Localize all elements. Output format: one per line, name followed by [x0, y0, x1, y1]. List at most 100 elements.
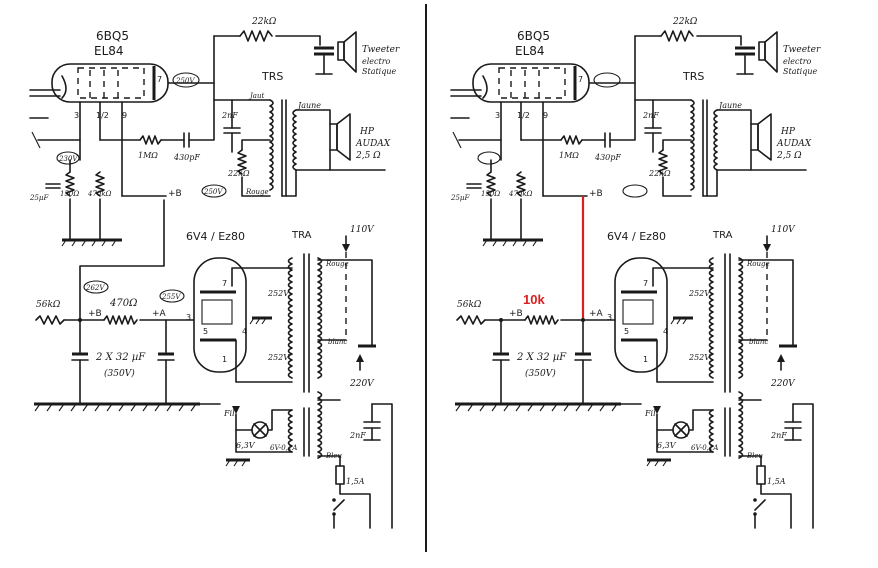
mains-110v-label: 110V	[350, 225, 375, 235]
fil-label-right: Fil	[644, 409, 656, 418]
tap-label-left: Jaut	[248, 92, 264, 100]
res-470k-label: 470kΩ	[87, 190, 112, 198]
hp-speaker	[329, 113, 351, 161]
lamp-current-label-right: 6V-0,1A	[691, 444, 718, 452]
rouge-label-right: Rouge	[746, 260, 770, 268]
el84-tube	[51, 63, 169, 103]
plus-b-label-right: +B	[589, 189, 603, 199]
rect-pin-1: 1	[222, 355, 227, 364]
tweeter-label-1-right: Tweeter	[783, 45, 821, 55]
res-150-label-right: 150Ω	[481, 190, 500, 198]
rect-pin-3: 3	[186, 313, 191, 322]
res-56k-label: 56kΩ	[36, 300, 61, 310]
tweeter-resistor-label-right: 22kΩ	[672, 17, 698, 27]
voltage-255v: 255V	[161, 293, 181, 301]
rect-pin-5: 5	[203, 327, 208, 336]
tweeter-label-3: Statique	[362, 67, 397, 76]
rect-pin-7: 7	[222, 279, 227, 288]
rect-pin-5-right: 5	[624, 327, 629, 336]
blanc-label: blanc	[328, 338, 347, 346]
output-transformer	[269, 99, 297, 197]
filter-caps-voltage: (350V)	[104, 368, 135, 379]
power-transformer-label: TRA	[291, 230, 312, 241]
cap-430pf-label: 430pF	[173, 153, 200, 162]
power-transformer	[287, 253, 323, 393]
mains-220v-label: 220V	[349, 379, 375, 389]
pin-9-label: 9	[122, 111, 127, 120]
power-transformer-right	[708, 253, 744, 393]
lamp-voltage-label-right: 6,3V	[657, 441, 677, 450]
rect-pin-4-right: 4	[663, 327, 668, 336]
pin-12-label-right: 1/2	[517, 111, 530, 120]
jaune-label-right: Jaune	[717, 101, 742, 110]
tweeter-label-2: electro	[362, 57, 391, 66]
tweeter-label-1: Tweeter	[362, 45, 400, 55]
plus-b-node: +B	[88, 309, 102, 319]
pin-12-label: 1/2	[96, 111, 109, 120]
hp-speaker-right	[750, 113, 772, 161]
tweeter-resistor-label: 22kΩ	[251, 17, 277, 27]
schematic-original: 6BQ5 EL84 3 1/2 9 7 250V 22kΩ Tweeter el…	[29, 17, 400, 529]
hp-label-1-right: HP	[780, 127, 796, 137]
res-1m-label: 1MΩ	[138, 151, 158, 160]
rect-pin-3-right: 3	[607, 313, 612, 322]
voltage-262v: 262V	[85, 284, 105, 292]
cap-25uf-label: 25µF	[29, 194, 49, 202]
tap-label-left-b: Rouge	[245, 188, 269, 196]
tweeter-speaker	[314, 31, 357, 75]
series-resistor-label-right: 10k	[523, 292, 545, 307]
fuse-label-right: 1,5A	[767, 477, 786, 486]
lamp-voltage-label: 6,3V	[236, 441, 256, 450]
res-470k-label-right: 470kΩ	[508, 190, 533, 198]
rouge-label: Rouge	[325, 260, 349, 268]
pin-3-label-right: 3	[495, 111, 500, 120]
voltage-250v-b: 250V	[203, 188, 223, 196]
mains-110v-label-right: 110V	[771, 225, 796, 235]
res-150-label: 150Ω	[60, 190, 79, 198]
rectifier-tube	[193, 257, 247, 373]
pin-9-label-right: 9	[543, 111, 548, 120]
blanc-label-right: blanc	[749, 338, 768, 346]
hp-label-2-right: AUDAX	[776, 139, 812, 149]
fil-label: Fil	[223, 409, 235, 418]
hp-label-1: HP	[359, 127, 375, 137]
mains-cap-label-right: 2nF	[770, 431, 787, 440]
plus-b-node-right: +B	[509, 309, 523, 319]
res-56k-label-right: 56kΩ	[457, 300, 482, 310]
rectifier-title: 6V4 / Ez80	[186, 230, 245, 243]
res-22k-label-right: 22kΩ	[648, 169, 671, 178]
fuse-label: 1,5A	[346, 477, 365, 486]
hp-label-2: AUDAX	[355, 139, 391, 149]
mains-cap-label: 2nF	[349, 431, 366, 440]
power-transformer-label-right: TRA	[712, 230, 733, 241]
voltage-252v-a-right: 252V	[688, 289, 711, 298]
rectifier-tube-right	[614, 257, 668, 373]
plus-a-label-right: +A	[589, 309, 604, 319]
plus-a-label: +A	[152, 309, 167, 319]
tube-part-us-right: 6BQ5	[517, 29, 550, 43]
hp-label-3-right: 2,5 Ω	[776, 151, 802, 161]
output-transformer-label-right: TRS	[682, 70, 704, 83]
tube-part-us: 6BQ5	[96, 29, 129, 43]
series-resistor-label: 470Ω	[109, 298, 137, 309]
voltage-252v-a: 252V	[267, 289, 290, 298]
filter-caps-voltage-right: (350V)	[525, 368, 556, 379]
filter-caps-label: 2 X 32 µF	[95, 352, 146, 363]
tube-part-eu-right: EL84	[515, 44, 545, 58]
tweeter-speaker-right	[735, 31, 778, 75]
rect-pin-4: 4	[242, 327, 247, 336]
rectifier-title-right: 6V4 / Ez80	[607, 230, 666, 243]
el84-tube-right	[472, 63, 590, 103]
schematic-modified: 6BQ5 EL84 3 1/2 9 7 22kΩ Tweeter electro…	[450, 17, 821, 529]
cap-430pf-label-right: 430pF	[594, 153, 621, 162]
plus-b-label: +B	[168, 189, 182, 199]
output-transformer-right	[690, 99, 718, 197]
tweeter-label-2-right: electro	[783, 57, 812, 66]
voltage-252v-b: 252V	[267, 353, 290, 362]
rect-pin-1-right: 1	[643, 355, 648, 364]
voltage-230v: 230V	[58, 155, 78, 163]
cap-25uf-label-right: 25µF	[450, 194, 470, 202]
tube-part-eu: EL84	[94, 44, 124, 58]
pin-7-label: 7	[157, 75, 162, 84]
